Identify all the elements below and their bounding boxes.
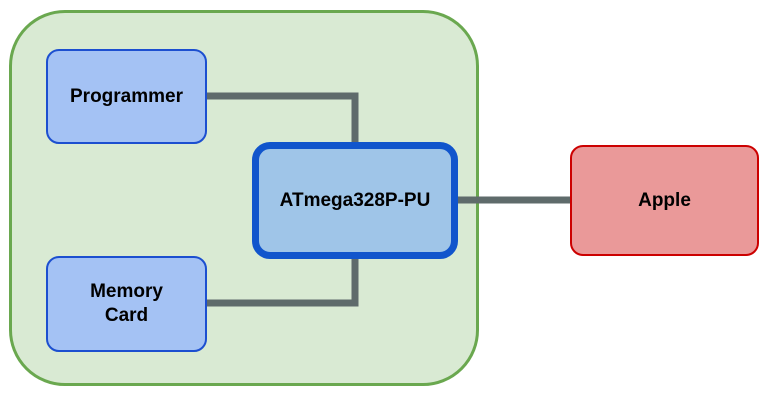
memory-card-label: Memory Card bbox=[90, 281, 163, 326]
apple-label: Apple bbox=[638, 189, 691, 211]
edge-memory-card-to-mcu bbox=[207, 259, 359, 307]
programmer-node[interactable]: Programmer bbox=[46, 49, 207, 144]
edge-programmer-to-mcu bbox=[207, 92, 359, 142]
mcu-label: ATmega328P-PU bbox=[279, 189, 431, 211]
programmer-label: Programmer bbox=[70, 85, 183, 107]
memory-card-node[interactable]: Memory Card bbox=[46, 256, 207, 352]
apple-node[interactable]: Apple bbox=[570, 145, 759, 256]
mcu-node[interactable]: ATmega328P-PU bbox=[252, 142, 458, 259]
